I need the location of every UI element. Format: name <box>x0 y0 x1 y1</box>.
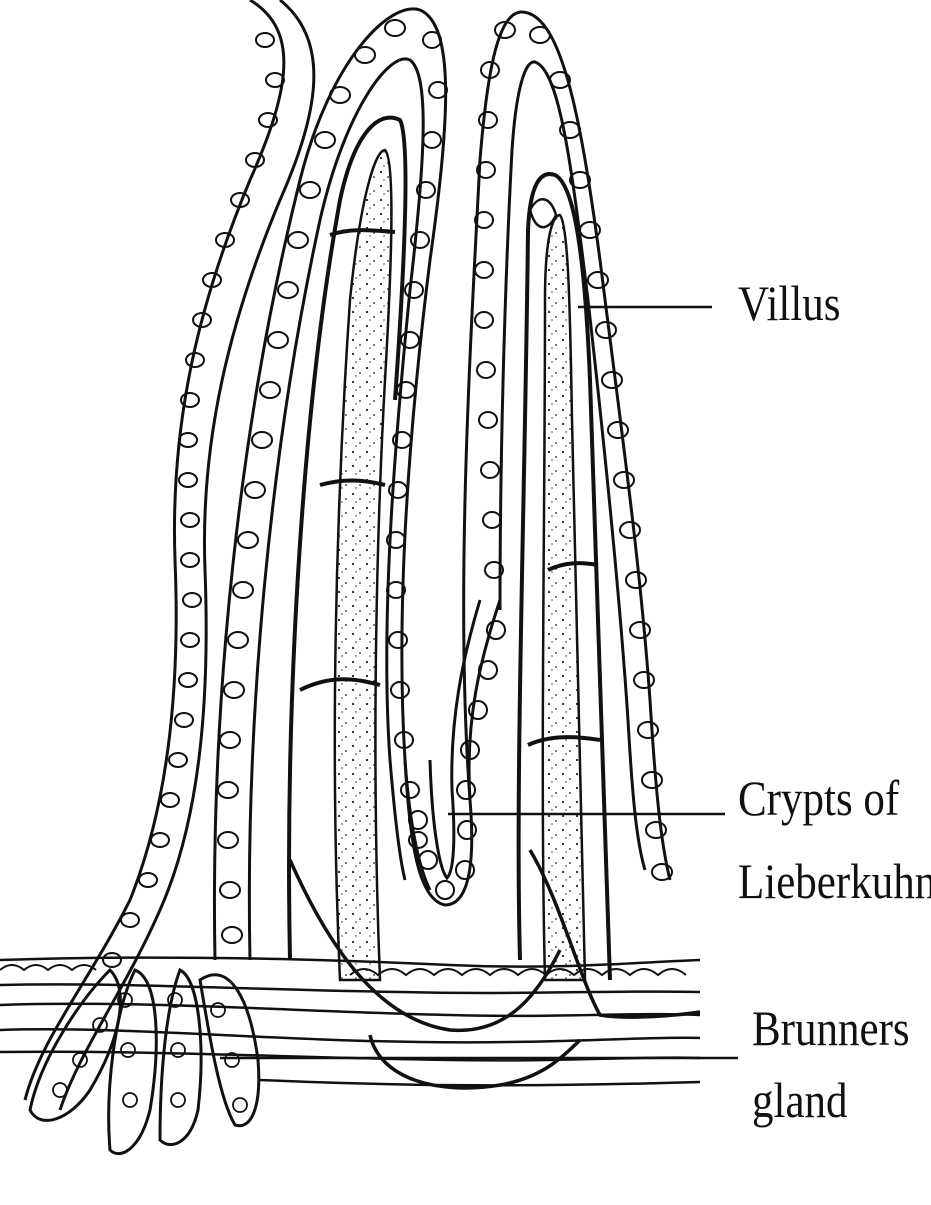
brunners-label-line-1: Brunners <box>752 1000 910 1056</box>
crypt-of-lieberkuhn <box>403 599 502 907</box>
central-villus <box>212 7 448 961</box>
layer-line-4 <box>0 1028 701 1044</box>
villus-label: Villus <box>738 275 841 331</box>
brunners-gland-tubules <box>28 967 261 1156</box>
central-vessel <box>287 115 408 961</box>
right-vessel <box>516 172 612 981</box>
crypts-label-line-1: Crypts of <box>738 770 900 826</box>
left-villus-cells <box>102 32 285 968</box>
central-vessel-branch-3 <box>329 228 396 237</box>
right-vessel-branch-1 <box>527 735 601 747</box>
mucosa-texture <box>0 964 687 977</box>
layer-line-2 <box>0 983 701 995</box>
central-villus-outer <box>212 7 448 961</box>
brunners-label-line-2: gland <box>752 1072 848 1128</box>
central-villus-inner <box>247 57 425 961</box>
right-villus-inner <box>498 60 647 871</box>
base-vessels <box>288 849 701 1090</box>
central-villus-cells <box>217 19 448 944</box>
crypt-cells <box>408 620 506 900</box>
right-villus <box>462 10 672 881</box>
leader-lines <box>220 305 738 1060</box>
right-villus-core <box>516 172 612 982</box>
right-vessel-branch-2 <box>547 561 599 572</box>
brunners-gland-cells <box>52 992 248 1113</box>
layer-line-6 <box>259 1078 701 1087</box>
central-vessel-branch-1 <box>299 677 381 692</box>
right-villus-cells <box>474 21 673 881</box>
central-lacteal <box>333 148 393 982</box>
right-lacteal <box>541 213 587 982</box>
layer-line-1 <box>0 956 701 968</box>
right-villus-outer <box>462 10 672 881</box>
crypts-label-line-2: Lieberkuhn <box>738 853 931 909</box>
central-villus-core <box>287 115 408 982</box>
left-villus-epithelium <box>23 0 316 1111</box>
right-vessel-tip <box>528 198 558 229</box>
central-vessel-branch-2 <box>319 478 386 487</box>
